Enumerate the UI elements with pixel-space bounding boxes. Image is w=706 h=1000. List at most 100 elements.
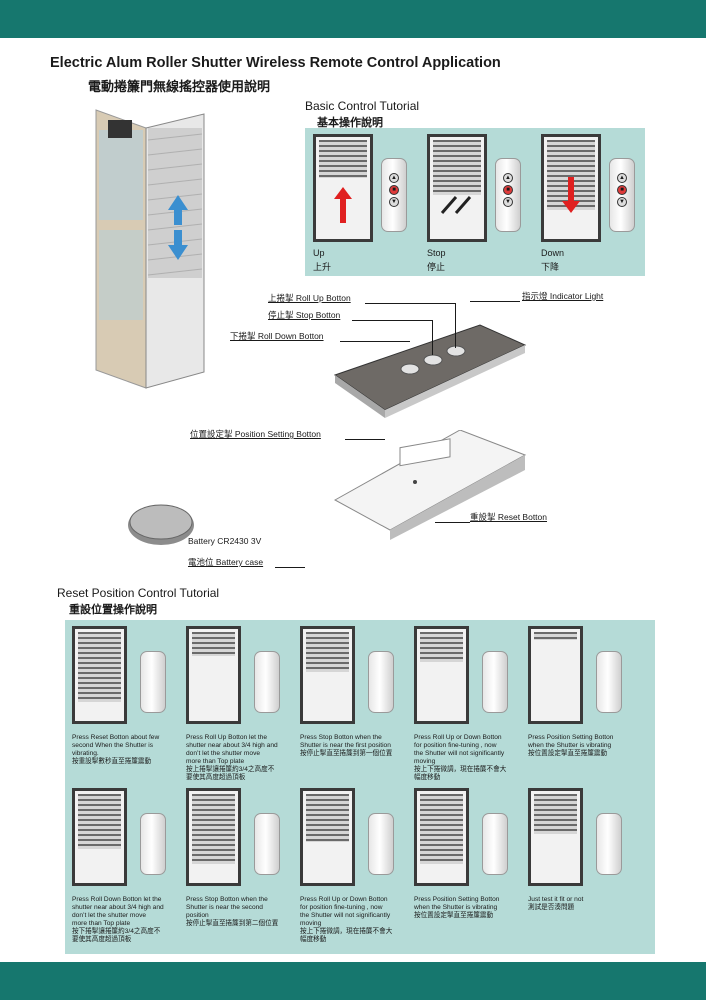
label-stop: Stop	[427, 248, 446, 258]
callout-stop: 停止掣 Stop Botton	[268, 310, 341, 320]
reset-step-shutter	[414, 626, 469, 724]
reset-step-remote	[254, 651, 280, 713]
battery-case-label: 電池位 Battery case	[188, 557, 264, 567]
reset-step-shutter	[72, 788, 127, 886]
reset-step-caption-line: 幅度移動	[414, 774, 441, 782]
callout-roll-down: 下捲掣 Roll Down Botton	[230, 331, 324, 341]
remote-down: ▲ ■ ▼	[609, 158, 635, 232]
down-button-icon: ▼	[503, 197, 513, 207]
basic-tutorial-panel: ▲ ■ ▼ Up 上升 ▲ ■ ▼ Stop 停止 ▲ ■ ▼ Down 下降	[305, 128, 645, 276]
remote-control-back-illustration	[333, 430, 527, 540]
reset-step-caption-line: moving	[300, 920, 322, 928]
reset-step-caption-line: 要使其高度超過頂板	[186, 774, 246, 782]
up-button-icon: ▲	[503, 173, 513, 183]
reset-step-caption-line: 按上下捲微調，現在捲簾不會大	[414, 766, 507, 774]
down-button-icon: ▼	[389, 197, 399, 207]
reset-step-caption-line: second When the Shutter is	[72, 742, 154, 750]
reset-step-shutter	[414, 788, 469, 886]
reset-step-shutter	[72, 626, 127, 724]
reset-step-caption-line: for position fine-tuning , now	[414, 742, 497, 750]
reset-step-remote	[140, 651, 166, 713]
basic-tutorial-title: Basic Control Tutorial	[305, 99, 420, 113]
callout-indicator-light: 指示燈 Indicator Light	[522, 291, 604, 301]
down-button-icon: ▼	[617, 197, 627, 207]
reset-step-caption-line: Press Stop Botton when the	[186, 896, 268, 903]
reset-step-caption-line: Shutter is near the first position	[300, 742, 391, 750]
reset-step-caption-line: shutter near about 3/4 high and	[72, 904, 164, 912]
reset-step-shutter	[528, 626, 583, 724]
reset-step-caption-line: Press Roll Up Botton let the	[186, 734, 267, 741]
reset-step-caption-line: Press Reset Botton about few	[72, 734, 160, 741]
up-button-icon: ▲	[389, 173, 399, 183]
label-stop-chinese: 停止	[427, 262, 446, 272]
reset-step-caption-line: the Shutter will not significantly	[414, 750, 505, 758]
reset-step-shutter	[300, 626, 355, 724]
shutter-stop	[427, 134, 487, 242]
reset-step-caption-line: for position fine-tuning , now	[300, 904, 383, 912]
reset-step-caption-line: shutter near about 3/4 high and	[186, 742, 278, 750]
reset-step-caption-line: vibrating.	[72, 750, 99, 758]
page-title: Electric Alum Roller Shutter Wireless Re…	[50, 55, 501, 71]
reset-step-caption-line: when the Shutter is vibrating	[528, 742, 612, 750]
reset-step-caption-line: Press Position Setting Botton	[528, 734, 614, 741]
reset-step-caption-line: 按停止掣直至捲簾到第一個位置	[300, 750, 393, 758]
battery-icon	[128, 504, 194, 545]
reset-tutorial-title-chinese: 重設位置操作說明	[69, 604, 157, 616]
reset-step-caption-line: position	[186, 912, 209, 920]
reset-step-caption-line: 測試是否湊問題	[528, 904, 575, 912]
callout-position-setting: 位置設定掣 Position Setting Botton	[190, 429, 321, 439]
callout-roll-up: 上捲掣 Roll Up Botton	[268, 293, 351, 303]
reset-step-caption-line: 按位置設定掣直至捲簾震動	[528, 750, 608, 758]
label-up: Up	[313, 248, 325, 258]
remote-up: ▲ ■ ▼	[381, 158, 407, 232]
reset-step-shutter	[528, 788, 583, 886]
reset-step-caption-line: more than Top plate	[186, 758, 245, 766]
reset-step-shutter	[186, 788, 241, 886]
page-title-chinese: 電動捲簾門無線搖控器使用說明	[88, 79, 271, 94]
reset-step-remote	[140, 813, 166, 875]
reset-tutorial-title: Reset Position Control Tutorial	[57, 586, 220, 600]
reset-step-caption-line: 要使其高度超過頂板	[72, 936, 132, 944]
reset-step-caption-line: Press Position Setting Botton	[414, 896, 500, 903]
callout-reset: 重設掣 Reset Botton	[470, 512, 548, 522]
top-color-band	[0, 0, 706, 38]
reset-step-caption-line: 按上下捲微調，現在捲簾不會大	[300, 928, 393, 936]
reset-step-caption-line: moving	[414, 758, 436, 766]
reset-step-caption-line: 按重設掣數秒直至捲簾震動	[72, 758, 152, 766]
reset-step-caption-line: don’t let the shutter move	[72, 912, 147, 920]
up-button-icon: ▲	[617, 173, 627, 183]
reset-step-caption-line: Just test it fit or not	[528, 896, 584, 903]
remote-control-top-illustration	[333, 324, 527, 418]
stop-mark-icon	[440, 196, 472, 214]
reset-step-caption-line: Shutter is near the second	[186, 904, 263, 912]
shutter-down	[541, 134, 601, 242]
reset-step-caption-line: don’t let the shutter move	[186, 750, 261, 758]
reset-step-caption-line: the Shutter will not significantly	[300, 912, 391, 920]
reset-step-caption-line: 按上捲掣讓捲簾約3/4之高度不	[186, 766, 275, 774]
stop-button-icon: ■	[503, 185, 513, 195]
reset-step-shutter	[186, 626, 241, 724]
reset-step-caption-line: Press Stop Botton when the	[300, 734, 382, 741]
label-down: Down	[541, 248, 565, 258]
reset-step-shutter	[300, 788, 355, 886]
reset-step-caption-line: when the Shutter is vibrating	[414, 904, 498, 912]
stop-button-icon: ■	[389, 185, 399, 195]
shutter-up	[313, 134, 373, 242]
basic-tutorial-title-chinese: 基本操作說明	[317, 117, 383, 129]
reset-step-caption-line: 幅度移動	[300, 936, 327, 944]
remote-stop: ▲ ■ ▼	[495, 158, 521, 232]
reset-step-remote	[596, 651, 622, 713]
reset-step-remote	[368, 651, 394, 713]
reset-step-remote	[254, 813, 280, 875]
reset-step-caption-line: 按下捲掣讓捲簾約3/4之高度不	[72, 928, 161, 936]
reset-step-caption-line: 按停止掣直至捲簾到第二個位置	[186, 920, 279, 928]
